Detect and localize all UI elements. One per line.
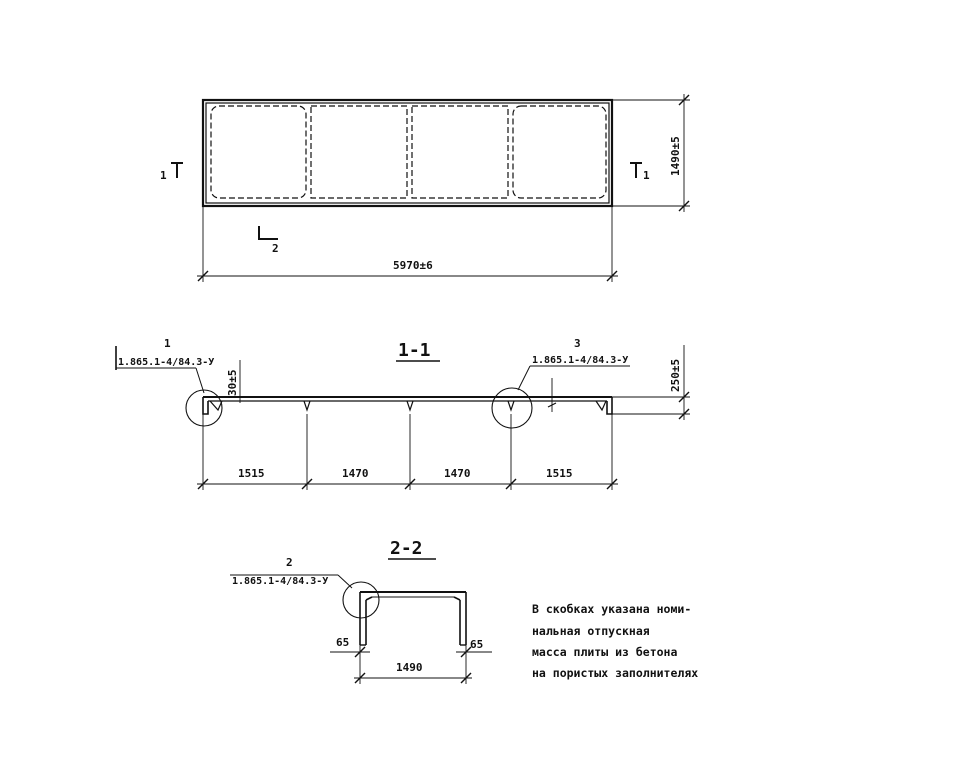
right-edge-label: 65 bbox=[470, 638, 483, 651]
section-height-label: 250±5 bbox=[669, 359, 682, 392]
plan-cell-3 bbox=[411, 105, 509, 199]
plan-width-dimension: 1490±5 bbox=[612, 94, 690, 212]
section-height-dimension: 250±5 bbox=[612, 345, 690, 420]
section-2-2-title: 2-2 bbox=[390, 538, 423, 559]
cut-mark-right-label: 1 bbox=[643, 169, 650, 182]
section-1-1-title: 1-1 bbox=[398, 340, 431, 361]
plan-outer-outline bbox=[201, 98, 614, 208]
callout-3-reference: 1.865.1-4/84.3-У bbox=[532, 355, 628, 366]
cut-mark-2: 2 bbox=[258, 226, 279, 255]
rib-height-dimension: 30±5 bbox=[226, 360, 241, 403]
slab-left-bevel bbox=[209, 400, 223, 412]
plan-width-label: 1490±5 bbox=[669, 136, 682, 176]
callout-node-3: 3 1.865.1-4/84.3-У bbox=[517, 337, 630, 391]
section-2-2: 2-2 2 1.865.1-4/84.3-У 65 65 bbox=[230, 538, 492, 684]
plan-cell-2 bbox=[310, 105, 408, 199]
plan-view: 1 1 2 1490±5 5970±6 bbox=[160, 94, 690, 282]
note-line-4: на пористых заполнителях bbox=[532, 666, 698, 680]
callout-node-2: 2 1.865.1-4/84.3-У bbox=[230, 556, 353, 589]
callout-1-number: 1 bbox=[164, 337, 171, 350]
left-edge-label: 65 bbox=[336, 636, 349, 649]
span-label-3: 1470 bbox=[444, 467, 471, 480]
slab-left-end bbox=[202, 397, 209, 415]
span-label-1: 1515 bbox=[238, 467, 265, 480]
plan-inner-outline bbox=[205, 102, 610, 204]
rib-marks bbox=[303, 400, 515, 412]
plan-cell-1 bbox=[210, 105, 307, 199]
callout-3-number: 3 bbox=[574, 337, 581, 350]
channel-right-leg bbox=[453, 592, 467, 645]
channel-width-dimension: 1490 bbox=[354, 661, 472, 684]
plan-hidden-cells bbox=[210, 105, 607, 199]
span-dimensions: 1515 1470 1470 1515 bbox=[197, 414, 618, 490]
plan-length-label: 5970±6 bbox=[393, 259, 433, 272]
note-line-3: масса плиты из бетона bbox=[532, 645, 677, 659]
note-line-1: В скобках указана номи- bbox=[532, 602, 691, 616]
slab-right-end bbox=[606, 397, 613, 415]
note-block: В скобках указана номи- нальная отпускна… bbox=[532, 602, 698, 680]
note-line-2: нальная отпускная bbox=[532, 624, 650, 638]
callout-1-reference: 1.865.1-4/84.3-У bbox=[118, 357, 214, 368]
slab-right-bevel bbox=[595, 400, 607, 412]
span-label-4: 1515 bbox=[546, 467, 573, 480]
cut-mark-2-label: 2 bbox=[272, 242, 279, 255]
node-circle-2 bbox=[342, 581, 380, 619]
span-label-2: 1470 bbox=[342, 467, 369, 480]
section-1-1: 1-1 1 1.865.1-4/84.3-У 3 1.865.1-4/84.3- bbox=[115, 337, 690, 490]
cut-mark-left-label: 1 bbox=[160, 169, 167, 182]
edge-dimensions: 65 65 bbox=[330, 636, 492, 684]
plan-length-dimension: 5970±6 bbox=[197, 206, 618, 282]
node-circle-1 bbox=[185, 389, 223, 427]
node-circle-3 bbox=[491, 387, 533, 429]
callout-2-number: 2 bbox=[286, 556, 293, 569]
plan-cell-4 bbox=[512, 105, 607, 199]
callout-2-reference: 1.865.1-4/84.3-У bbox=[232, 576, 328, 587]
rib-height-label: 30±5 bbox=[226, 370, 239, 397]
channel-width-label: 1490 bbox=[396, 661, 423, 674]
cut-mark-left: 1 bbox=[160, 162, 183, 182]
cut-mark-right: 1 bbox=[630, 162, 650, 182]
callout-node-1: 1 1.865.1-4/84.3-У bbox=[115, 337, 214, 394]
